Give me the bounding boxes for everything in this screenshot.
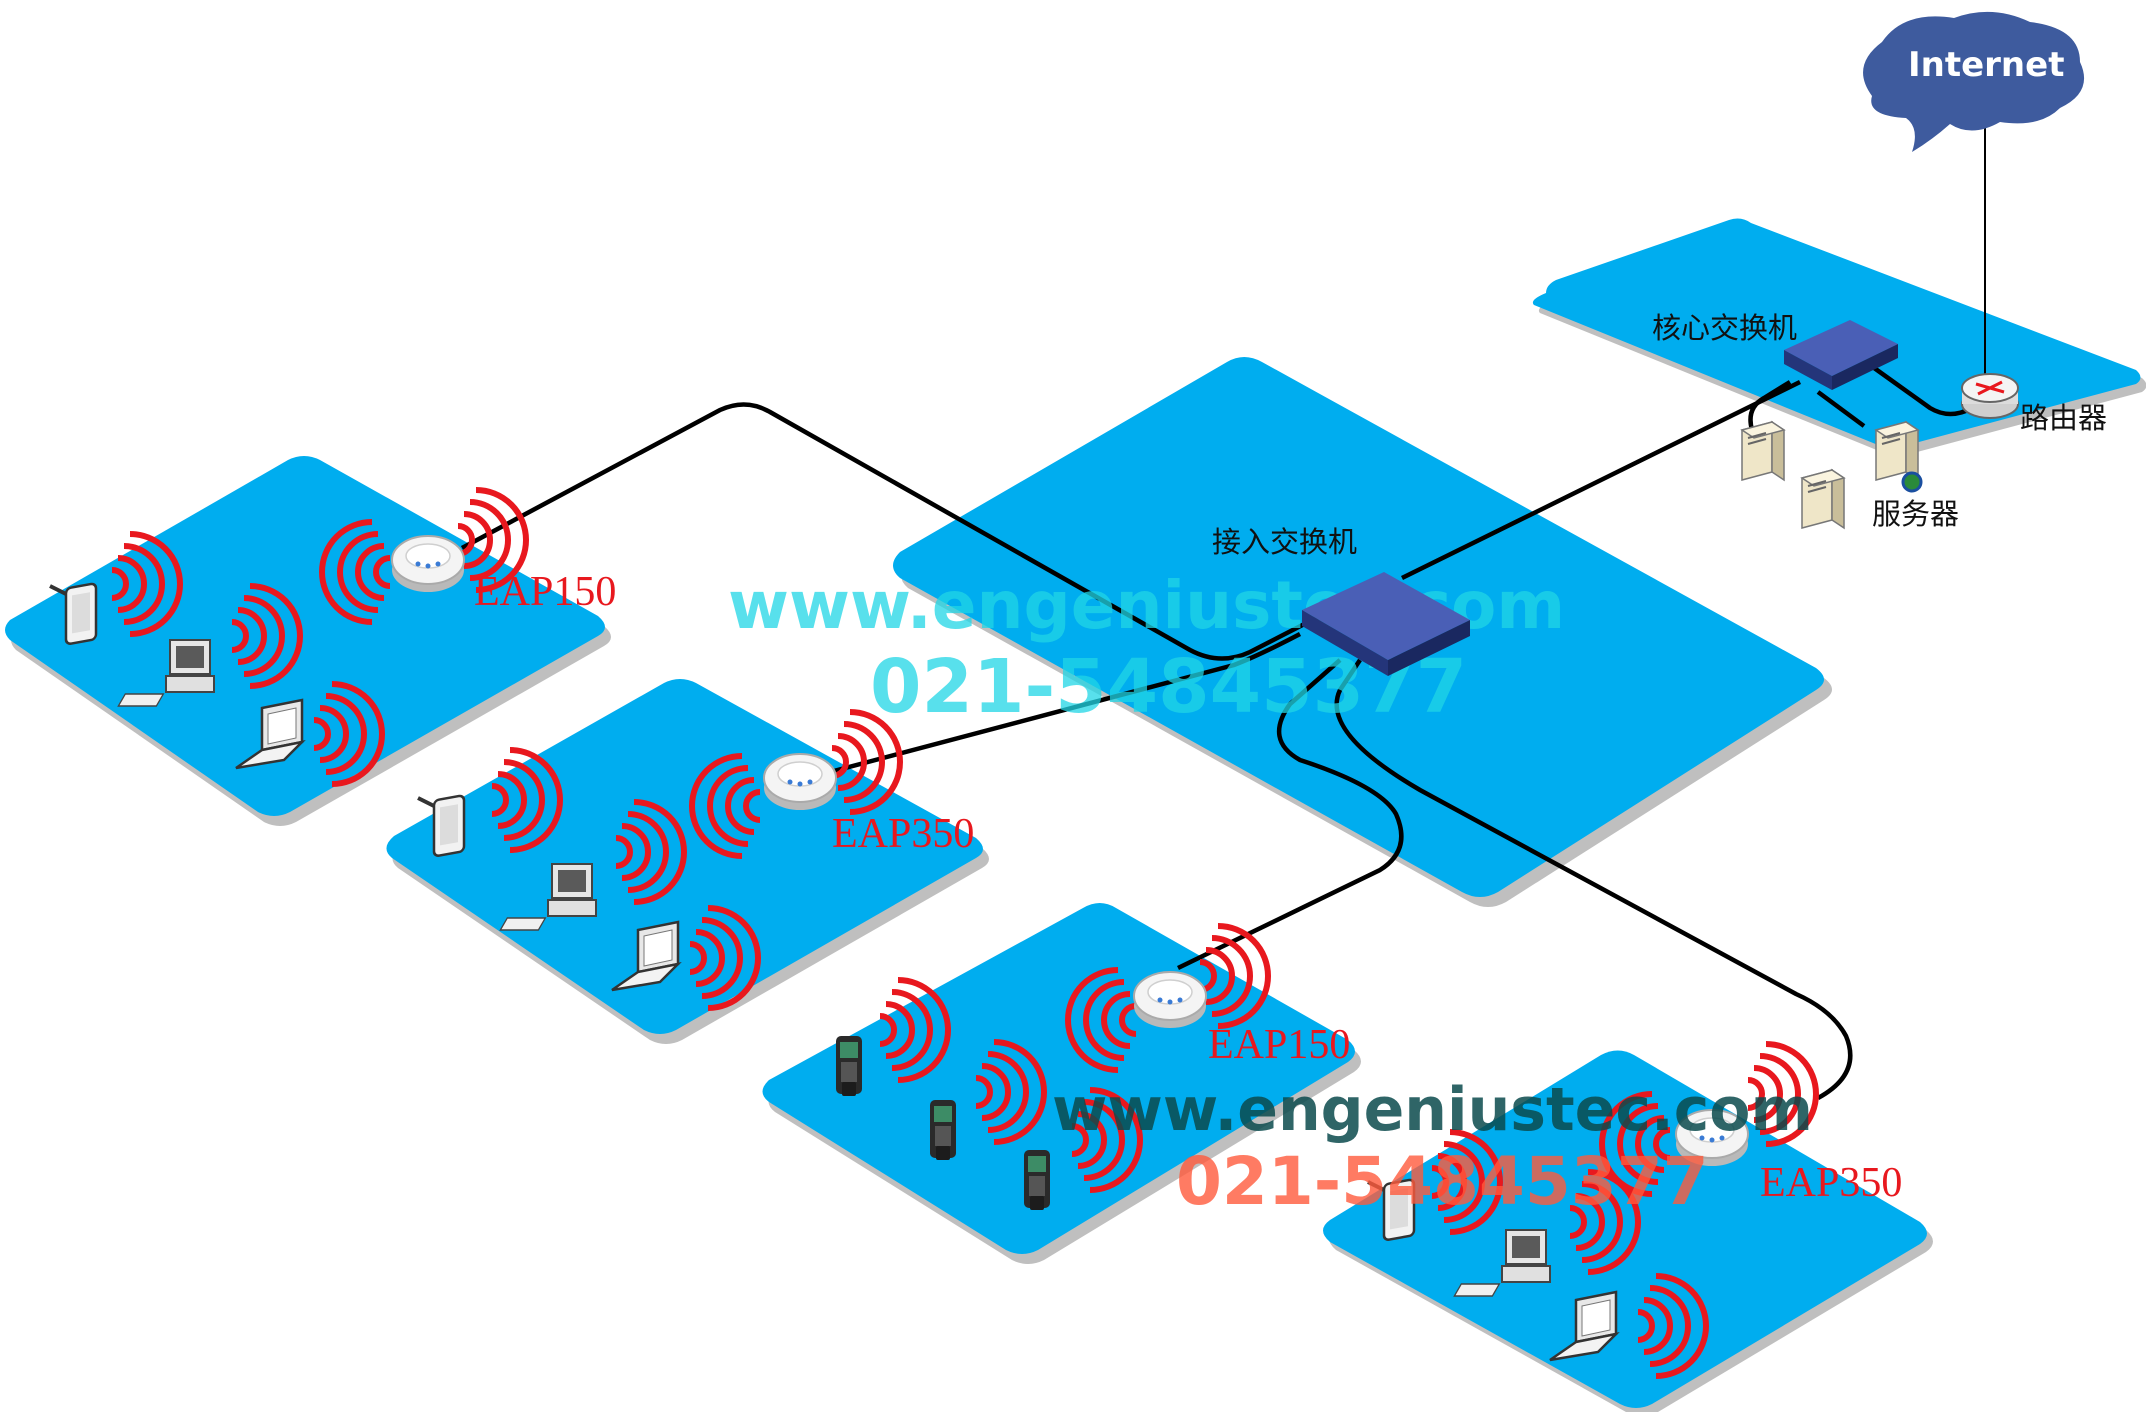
server-icon <box>1875 421 1919 481</box>
cables <box>460 122 1986 1100</box>
ap-label-1: EAP150 <box>474 569 616 615</box>
server-icon <box>1741 421 1785 481</box>
servers-label: 服务器 <box>1872 497 1959 531</box>
globe-icon <box>1901 471 1923 493</box>
router-label: 路由器 <box>2020 401 2107 435</box>
handheld-scanner-icon <box>1024 1150 1050 1210</box>
cable-core-uplink <box>1401 379 1801 581</box>
handheld-scanner-icon <box>930 1100 956 1160</box>
core-switch-label: 核心交换机 <box>1652 311 1797 345</box>
cable-ap1 <box>460 402 1322 661</box>
watermark-site-lower: www.engeniustec.com <box>1052 1075 1813 1145</box>
access-switch-label: 接入交换机 <box>1212 525 1357 559</box>
access-point-icon <box>1133 971 1207 1029</box>
internet-cloud: Internet <box>1863 11 2085 152</box>
access-switch-icon <box>1302 572 1470 676</box>
ap-label-2: EAP350 <box>832 811 974 857</box>
core-switch-icon <box>1784 320 1898 390</box>
access-point-icon <box>763 753 837 811</box>
server-icon <box>1801 469 1845 529</box>
router-icon <box>1961 373 2019 419</box>
watermark-phone-lower: 021-54845377 <box>1176 1143 1709 1220</box>
access-point-icon <box>391 535 465 593</box>
ap-label-3: EAP150 <box>1208 1022 1350 1068</box>
internet-label: Internet <box>1908 45 2064 85</box>
server-group <box>1741 421 1923 529</box>
ap-label-4: EAP350 <box>1760 1160 1902 1206</box>
handheld-scanner-icon <box>836 1036 862 1096</box>
cable-ap3 <box>1177 658 1404 971</box>
cable-ap2 <box>829 632 1302 775</box>
cable-ap4 <box>1334 658 1853 1100</box>
cable-core-server1 <box>1748 380 1792 431</box>
cable-core-server2 <box>1816 390 1866 428</box>
